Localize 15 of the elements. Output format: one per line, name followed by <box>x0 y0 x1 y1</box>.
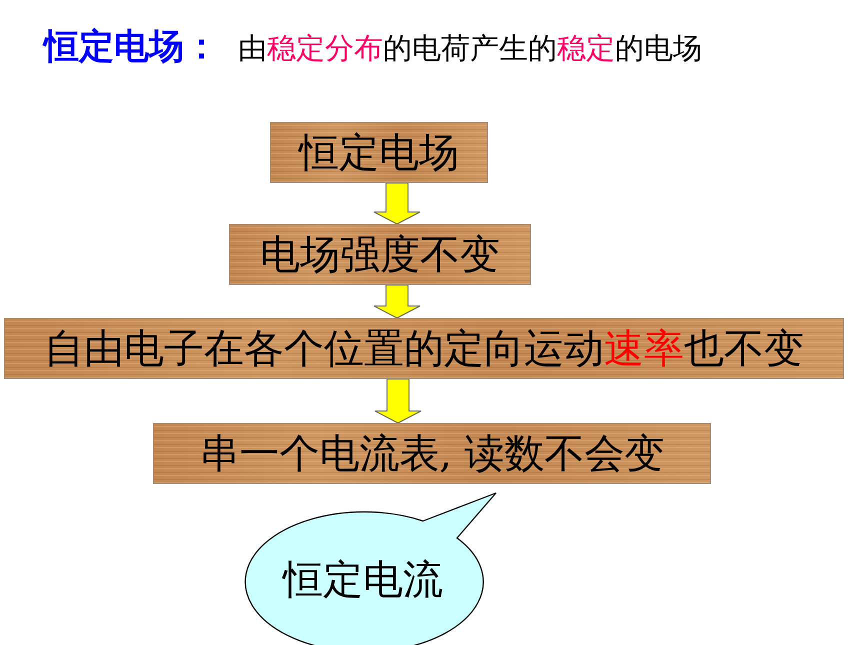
box-text: 自由电子在各个位置的定向运动速率也不变 <box>44 326 804 370</box>
wood-textured-box <box>270 122 488 183</box>
block-arrow <box>374 284 420 319</box>
wood-textured-box <box>229 224 531 285</box>
heading: 恒定电场： <box>44 26 219 68</box>
box-text: 电场强度不变 <box>260 232 500 276</box>
block-arrow <box>374 378 422 424</box>
bubble-text: 恒定电流 <box>283 558 443 602</box>
box-text: 串一个电流表, 读数不会变 <box>199 432 665 476</box>
box-text: 恒定电场 <box>299 130 459 174</box>
wood-textured-box <box>4 318 844 379</box>
block-arrow <box>374 182 420 225</box>
speech-bubble <box>244 492 497 645</box>
description-text: 由稳定分布的电荷产生的稳定的电场 <box>238 31 702 66</box>
wood-textured-box <box>153 423 711 484</box>
